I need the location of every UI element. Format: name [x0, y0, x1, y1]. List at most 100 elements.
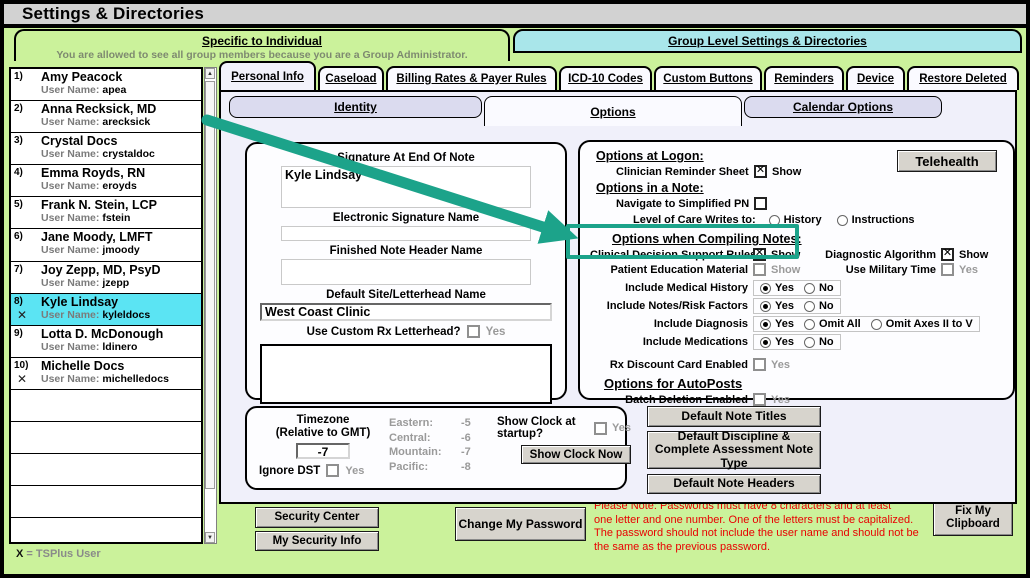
cds-rules-checkbox[interactable]: [753, 248, 766, 261]
tab-device[interactable]: Device: [846, 66, 905, 90]
timezone-label-line1: Timezone: [296, 414, 350, 426]
user-list-empty-row[interactable]: [11, 454, 201, 487]
radio-yes[interactable]: [760, 336, 771, 348]
user-name: Emma Royds, RN: [41, 166, 146, 181]
tab-custom-buttons[interactable]: Custom Buttons: [654, 66, 762, 90]
radio-option[interactable]: No: [803, 282, 834, 294]
tab-restore-deleted[interactable]: Restore Deleted: [907, 66, 1019, 90]
navigate-pn-checkbox[interactable]: [754, 197, 767, 210]
user-name: Lotta D. McDonough: [41, 326, 164, 341]
subtab-label: Identity: [334, 100, 377, 114]
scroll-up-icon[interactable]: ▲: [205, 68, 215, 79]
show-clock-checkbox[interactable]: [594, 421, 608, 435]
tab-billing-rates-payer-rules[interactable]: Billing Rates & Payer Rules: [386, 66, 557, 90]
user-number: 9): [14, 327, 23, 339]
radio-no[interactable]: [803, 282, 815, 294]
radio-no[interactable]: [803, 336, 815, 348]
user-name: Jane Moody, LMFT: [41, 230, 153, 245]
tab-icd-10-codes[interactable]: ICD-10 Codes: [559, 66, 652, 90]
user-list-scrollbar[interactable]: ▲ ▼: [204, 67, 217, 544]
ignore-dst-label: Ignore DST: [259, 464, 321, 477]
radio-label: Yes: [775, 318, 794, 330]
signature-field[interactable]: Kyle Lindsay: [281, 166, 531, 208]
security-center-button[interactable]: Security Center: [255, 507, 379, 528]
diagnostic-algorithm-checkbox[interactable]: [941, 248, 954, 261]
user-list-empty-row[interactable]: [11, 389, 201, 423]
subtab-identity[interactable]: Identity: [229, 96, 482, 118]
default-discipline-button[interactable]: Default Discipline & Complete Assessment…: [647, 429, 821, 470]
radio-instructions[interactable]: [836, 214, 848, 226]
radio-option[interactable]: No: [803, 336, 834, 348]
fix-my-clipboard-button[interactable]: Fix My Clipboard: [933, 499, 1013, 536]
radio-yes[interactable]: [760, 300, 771, 312]
radio-no[interactable]: [803, 300, 815, 312]
tab-label: Billing Rates & Payer Rules: [396, 73, 547, 85]
user-number: 6): [14, 231, 23, 243]
tab-caseload[interactable]: Caseload: [318, 66, 384, 90]
username-value: kyleldocs: [102, 308, 151, 321]
scrollbar-thumb[interactable]: [205, 81, 215, 489]
radio-option[interactable]: Yes: [760, 336, 794, 348]
clinician-reminder-checkbox[interactable]: [754, 165, 767, 178]
radio-omit-axes-ii-to-v[interactable]: [870, 318, 882, 330]
radio-option[interactable]: Omit All: [803, 318, 861, 330]
radio-option[interactable]: Yes: [760, 318, 794, 330]
tsplus-legend: X = TSPlus User: [16, 548, 101, 560]
patient-education-checkbox[interactable]: [753, 263, 766, 276]
rx-discount-checkbox[interactable]: [753, 358, 766, 371]
electronic-signature-field[interactable]: [281, 226, 531, 241]
user-name: Frank N. Stein, LCP: [41, 198, 157, 213]
ignore-dst-checkbox[interactable]: [326, 464, 340, 477]
user-list-empty-row[interactable]: [11, 422, 201, 455]
radio-option[interactable]: Yes: [760, 282, 794, 294]
radio-yes[interactable]: [760, 318, 771, 330]
username-label: User Name:: [41, 308, 100, 321]
tsplus-x-mark: ✕: [17, 307, 28, 322]
default-site-field[interactable]: West Coast Clinic: [260, 303, 552, 321]
batch-deletion-checkbox[interactable]: [753, 393, 766, 406]
subtab-options[interactable]: Options: [484, 96, 742, 126]
signature-settings-box: Signature At End Of Note Kyle Lindsay El…: [245, 142, 567, 404]
scroll-down-icon[interactable]: ▼: [205, 532, 215, 543]
military-time-checkbox[interactable]: [941, 263, 954, 276]
default-note-headers-button[interactable]: Default Note Headers: [647, 474, 821, 494]
default-note-titles-button[interactable]: Default Note Titles: [647, 406, 821, 427]
radio-option[interactable]: Yes: [760, 300, 794, 312]
telehealth-button[interactable]: Telehealth: [897, 150, 997, 172]
tab-specific-to-individual[interactable]: Specific to Individual You are allowed t…: [14, 29, 510, 61]
subtab-calendar-options[interactable]: Calendar Options: [744, 96, 942, 118]
rx-discount-yes: Yes: [771, 358, 790, 371]
timezone-value-field[interactable]: -7: [296, 443, 350, 459]
tab-personal-info[interactable]: Personal Info: [219, 61, 316, 90]
user-number: 3): [14, 135, 23, 147]
radio-option[interactable]: Omit Axes II to V: [870, 318, 973, 330]
timezone-reference-row: Eastern:-5: [389, 416, 497, 431]
radio-option[interactable]: No: [803, 300, 834, 312]
rx-letterhead-checkbox[interactable]: [466, 325, 480, 338]
electronic-signature-label: Electronic Signature Name: [332, 212, 480, 224]
user-list-empty-row[interactable]: [11, 486, 201, 519]
page-title: Settings & Directories: [22, 4, 205, 23]
show-clock-now-button[interactable]: Show Clock Now: [521, 445, 631, 464]
change-my-password-button[interactable]: Change My Password: [455, 507, 586, 541]
rx-letterhead-label: Use Custom Rx Letterhead?: [306, 325, 461, 338]
tab-reminders[interactable]: Reminders: [764, 66, 844, 90]
tab-group-level-settings[interactable]: Group Level Settings & Directories: [513, 29, 1022, 53]
radio-history[interactable]: [768, 214, 780, 226]
finished-note-header-field[interactable]: [281, 259, 531, 285]
my-security-info-button[interactable]: My Security Info: [255, 531, 379, 551]
radio-yes[interactable]: [760, 282, 771, 294]
radio-omit-all[interactable]: [803, 318, 815, 330]
